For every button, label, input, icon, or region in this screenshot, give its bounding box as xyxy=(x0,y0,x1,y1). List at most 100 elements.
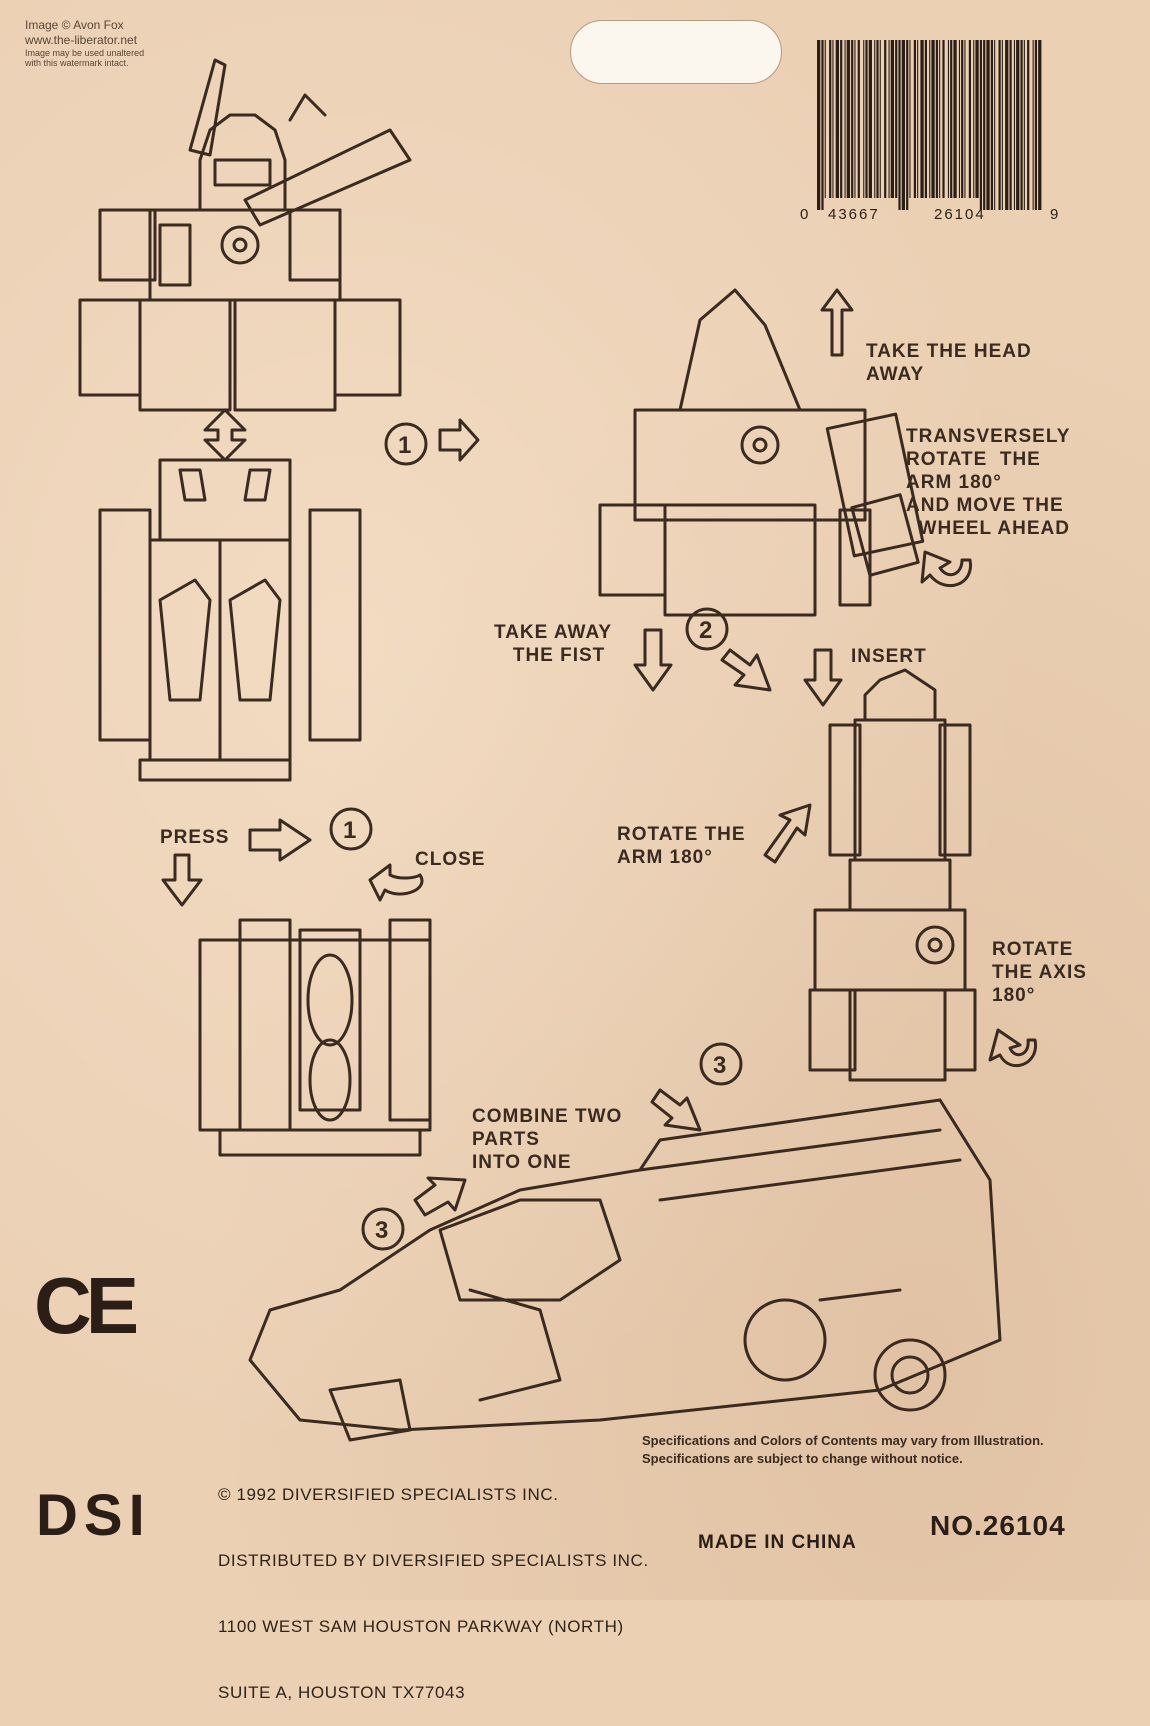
insert-text: INSERT xyxy=(851,646,927,667)
barcode-bar xyxy=(975,40,979,198)
rotate-axis-text: ROTATE THE AXIS 180° xyxy=(992,939,1087,1006)
card-background xyxy=(0,0,1150,1600)
barcode-bar xyxy=(1027,40,1030,210)
barcode-right-group: 26104 xyxy=(934,206,986,223)
barcode-bar xyxy=(1016,40,1020,210)
barcode-bar xyxy=(947,40,949,198)
barcode-bar xyxy=(846,40,850,198)
barcode-bar xyxy=(998,40,1001,210)
barcode-bar xyxy=(1020,40,1023,210)
step-1-bottom-number: 1 xyxy=(343,817,356,844)
barcode-bar xyxy=(961,40,964,198)
step-3-left-number: 3 xyxy=(375,1217,388,1244)
barcode-bar xyxy=(920,40,924,198)
combine-arrow-right-icon xyxy=(652,1090,700,1130)
robot-illustration-full xyxy=(80,60,410,410)
press-arrow-down-icon xyxy=(163,855,201,905)
barcode-bar xyxy=(964,40,966,198)
double-arrow-icon xyxy=(205,410,245,460)
step-circle-3-right xyxy=(701,1044,741,1084)
disclaimer-line-1: Specifications and Colors of Contents ma… xyxy=(642,1433,1044,1448)
barcode-bar xyxy=(979,40,982,210)
press-text: PRESS xyxy=(160,827,230,848)
barcode-bar xyxy=(865,40,868,198)
barcode-bar xyxy=(913,40,916,198)
barcode-bar xyxy=(1009,40,1012,210)
watermark-line-4: with this watermark intact. xyxy=(25,58,129,68)
barcode-bar xyxy=(973,40,975,198)
barcode-bar xyxy=(821,40,824,210)
barcode-bar xyxy=(994,40,996,210)
barcode-bar xyxy=(958,40,960,198)
barcode-bar xyxy=(953,40,957,198)
down-arrow-icon-fist xyxy=(635,630,671,690)
barcode-bar xyxy=(817,40,821,210)
barcode-left-digit: 0 xyxy=(800,206,811,223)
take-fist-text: TAKE AWAY THE FIST xyxy=(494,622,613,666)
barcode-bar xyxy=(917,40,919,198)
right-arrow-icon-step1 xyxy=(440,420,478,460)
watermark-line-1: Image © Avon Fox xyxy=(25,18,124,32)
barcode-bar xyxy=(1034,40,1037,210)
step-2-number: 2 xyxy=(699,617,712,644)
barcode-bar xyxy=(857,40,860,198)
barcode-right-digit: 9 xyxy=(1050,206,1061,223)
barcode-bar xyxy=(1005,40,1009,210)
step-circle-3-left xyxy=(363,1209,403,1249)
barcode-bar xyxy=(909,40,911,198)
barcode-bar xyxy=(901,40,905,210)
product-number: NO.26104 xyxy=(930,1510,1066,1541)
barcode-bar xyxy=(1001,40,1003,210)
barcode-bar xyxy=(829,40,832,198)
vehicle-illustration xyxy=(250,1100,1000,1440)
barcode-bar xyxy=(986,40,990,210)
leg-section-illustration xyxy=(100,460,360,780)
barcode-bar xyxy=(1032,40,1034,210)
diagonal-arrow-icon-step2 xyxy=(722,650,770,690)
rotate-arm-wheel-text: TRANSVERSELY ROTATE THE ARM 180° AND MOV… xyxy=(906,426,1071,539)
barcode-bar xyxy=(939,40,941,198)
close-arrow-icon xyxy=(370,865,422,900)
barcode-bar xyxy=(931,40,935,198)
barcode-bar xyxy=(942,40,945,198)
press-arrow-right-icon xyxy=(250,820,310,860)
barcode-bar xyxy=(884,40,887,198)
dsi-logo: DSI xyxy=(36,1483,151,1548)
rotate-arm-text: ROTATE THE ARM 180° xyxy=(617,824,746,868)
down-arrow-icon-insert xyxy=(805,650,841,705)
barcode-bar xyxy=(1038,40,1042,210)
company-distributor: DISTRIBUTED BY DIVERSIFIED SPECIALISTS I… xyxy=(218,1551,649,1570)
barcode-bar xyxy=(968,40,971,198)
barcode-bar xyxy=(832,40,834,198)
barcode-left-group: 43667 xyxy=(828,206,880,223)
company-address-2: SUITE A, HOUSTON TX77043 xyxy=(218,1683,466,1702)
barcode-bar xyxy=(1023,40,1025,210)
barcode-bar xyxy=(868,40,872,198)
barcode-bar xyxy=(863,40,865,198)
barcode-bar xyxy=(929,40,931,198)
barcode-bar xyxy=(824,40,826,198)
step-1-top-number: 1 xyxy=(398,432,411,459)
barcode-bar xyxy=(895,40,898,198)
barcode-bar xyxy=(835,40,839,198)
barcode xyxy=(817,40,1042,210)
company-address-1: 1100 WEST SAM HOUSTON PARKWAY (NORTH) xyxy=(218,1617,624,1636)
step-circle-1-top xyxy=(386,424,426,464)
robot-illustration-no-head xyxy=(600,290,923,615)
watermark-line-3: Image may be used unaltered xyxy=(25,48,145,58)
combine-arrow-left-icon xyxy=(415,1178,465,1215)
company-copyright: © 1992 DIVERSIFIED SPECIALISTS INC. xyxy=(218,1485,559,1504)
barcode-bar xyxy=(898,40,901,210)
barcode-bar xyxy=(906,40,909,210)
step-circle-2 xyxy=(687,609,727,649)
barcode-bar xyxy=(983,40,986,210)
barcode-bar xyxy=(844,40,846,198)
folded-legs-illustration xyxy=(200,920,430,1155)
watermark-line-2: www.the-liberator.net xyxy=(25,33,138,47)
step-circle-1-bottom xyxy=(331,809,371,849)
barcode-bar xyxy=(840,40,843,198)
step-3-right-number: 3 xyxy=(713,1052,726,1079)
barcode-bar xyxy=(874,40,876,198)
rotate-wheel-arrow-icon xyxy=(922,552,971,586)
rotate-arm-arrow-icon xyxy=(765,805,810,862)
